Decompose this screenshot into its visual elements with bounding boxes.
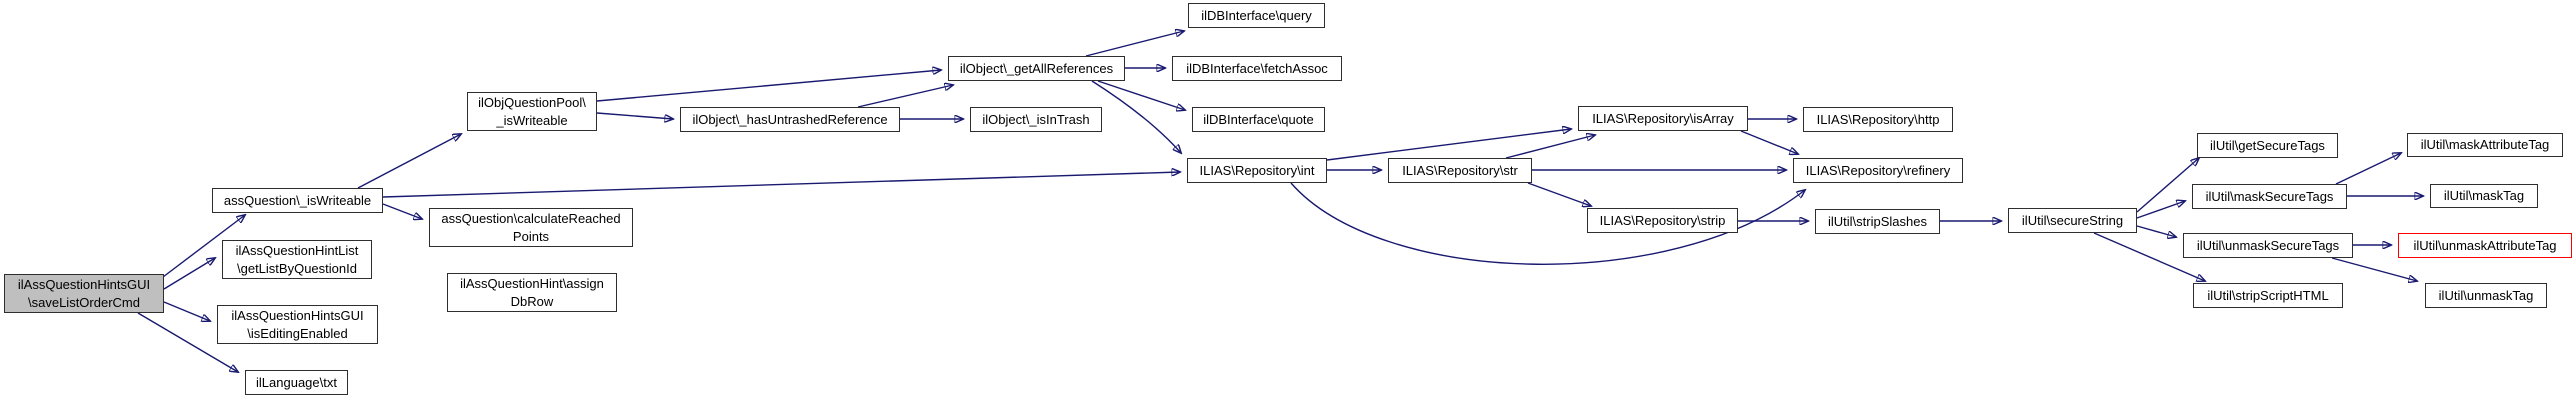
edge-assQ-calcReachedPoints <box>382 203 422 219</box>
edge-pool-hasUntrashedRef <box>596 112 673 119</box>
node-ilUtil-maskTag[interactable]: ilUtil\maskTag <box>2430 184 2538 208</box>
node-ilLanguage-txt[interactable]: ilLanguage\txt <box>245 370 348 395</box>
edge-getAllRefs-quote <box>1097 80 1185 110</box>
edge-repo-str-repo-isArray <box>1505 135 1595 159</box>
node-ilAssQuestionHintsGUI-isEditingEnabled[interactable]: ilAssQuestionHintsGUI \isEditingEnabled <box>217 305 378 344</box>
node-ilUtil-secureString[interactable]: ilUtil\secureString <box>2008 208 2137 233</box>
node-ilDBInterface-query[interactable]: ilDBInterface\query <box>1188 3 1325 28</box>
node-assQuestion-isWriteable[interactable]: assQuestion\_isWriteable <box>212 188 383 213</box>
edge-getAllRefs-repo-int <box>1091 80 1181 153</box>
edge-pool-getAllRefs <box>596 70 941 102</box>
edge-repo-str-repo-strip <box>1527 182 1591 206</box>
edge-secureString-getSecureTags <box>2136 158 2199 213</box>
node-ilUtil-unmaskSecureTags[interactable]: ilUtil\unmaskSecureTags <box>2183 233 2353 258</box>
edge-secureString-maskSecureTags <box>2136 201 2185 219</box>
node-ilDBInterface-fetchAssoc[interactable]: ilDBInterface\fetchAssoc <box>1172 56 1342 81</box>
node-ilDBInterface-quote[interactable]: ilDBInterface\quote <box>1192 107 1325 132</box>
node-ILIAS-Repository-refinery[interactable]: ILIAS\Repository\refinery <box>1793 158 1963 183</box>
edge-root-isEditingEnabled <box>163 301 210 321</box>
node-ilAssQuestionHintList-getListByQuestionId[interactable]: ilAssQuestionHintList \getListByQuestion… <box>222 240 372 279</box>
node-ilUtil-getSecureTags[interactable]: ilUtil\getSecureTags <box>2197 133 2338 158</box>
edge-repo-int-repo-isArray <box>1326 129 1571 161</box>
edge-secureString-unmaskSecureTags <box>2136 225 2176 237</box>
node-ilUtil-maskAttributeTag[interactable]: ilUtil\maskAttributeTag <box>2407 133 2563 157</box>
node-ilUtil-maskSecureTags[interactable]: ilUtil\maskSecureTags <box>2192 184 2347 209</box>
node-ilObject-getAllReferences[interactable]: ilObject\_getAllReferences <box>948 56 1125 81</box>
edge-assQ-pool-isWriteable <box>357 134 461 189</box>
node-ilAssQuestionHint-assignDbRow[interactable]: ilAssQuestionHint\assign DbRow <box>447 273 617 312</box>
node-ilObjQuestionPool-isWriteable[interactable]: ilObjQuestionPool\ _isWriteable <box>467 92 597 131</box>
node-ILIAS-Repository-strip[interactable]: ILIAS\Repository\strip <box>1587 208 1738 233</box>
edge-hasUntrashedRef-getAllRefs <box>857 85 953 108</box>
edge-assQ-repo-int <box>382 172 1180 198</box>
edge-root-txt <box>137 312 238 372</box>
node-ILIAS-Repository-http[interactable]: ILIAS\Repository\http <box>1803 107 1953 132</box>
edge-repo-int-repo-refinery <box>1290 182 1805 265</box>
edge-root-assQ-isWriteable <box>162 215 245 278</box>
node-ilUtil-stripScriptHTML[interactable]: ilUtil\stripScriptHTML <box>2193 283 2343 308</box>
node-ILIAS-Repository-int[interactable]: ILIAS\Repository\int <box>1187 158 1327 183</box>
node-assQuestion-calculateReachedPoints[interactable]: assQuestion\calculateReached Points <box>429 208 633 247</box>
node-ILIAS-Repository-isArray[interactable]: ILIAS\Repository\isArray <box>1578 106 1748 131</box>
edge-unmaskSecureTags-unmaskTag <box>2331 257 2417 281</box>
edge-secureString-stripScriptHTML <box>2093 232 2205 281</box>
node-ILIAS-Repository-str[interactable]: ILIAS\Repository\str <box>1388 158 1532 183</box>
edge-repo-isArray-repo-refinery <box>1740 130 1798 154</box>
node-ilObject-isInTrash[interactable]: ilObject\_isInTrash <box>970 107 1102 132</box>
edge-getAllRefs-query <box>1085 31 1184 57</box>
node-ilUtil-unmaskAttributeTag[interactable]: ilUtil\unmaskAttributeTag <box>2398 233 2572 258</box>
edge-root-getListByQuestionId <box>163 258 215 290</box>
node-saveListOrderCmd: ilAssQuestionHintsGUI \saveListOrderCmd <box>4 274 164 313</box>
node-ilObject-hasUntrashedReference[interactable]: ilObject\_hasUntrashedReference <box>680 107 900 132</box>
edge-maskSecureTags-maskAttributeTag <box>2335 153 2401 185</box>
node-ilUtil-unmaskTag[interactable]: ilUtil\unmaskTag <box>2425 283 2547 308</box>
node-ilUtil-stripSlashes[interactable]: ilUtil\stripSlashes <box>1815 209 1940 234</box>
